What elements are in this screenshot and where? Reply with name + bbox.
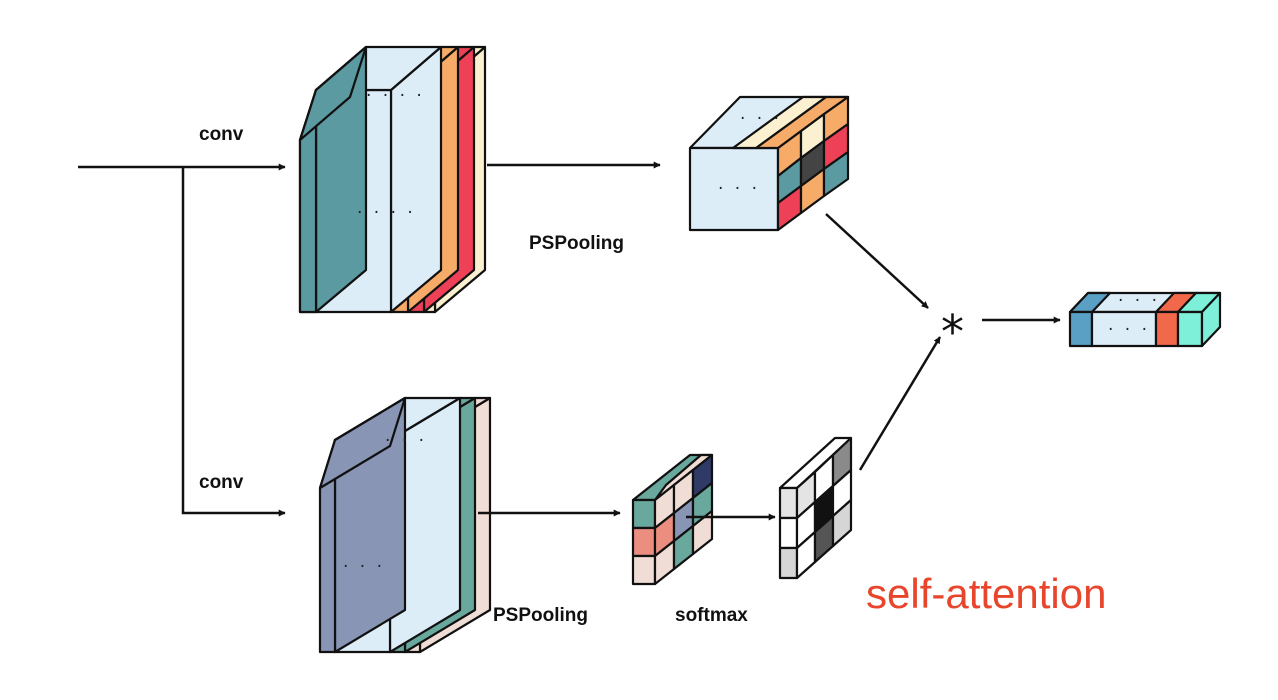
- arrows: [78, 161, 1061, 521]
- pspooling-label-bottom: PSPooling: [493, 605, 588, 626]
- pspooling-label-top: PSPooling: [529, 233, 624, 254]
- conv-label-top: conv: [199, 124, 244, 145]
- bottom-map-top-ellipsis: · · ·: [385, 431, 427, 451]
- top-map-front-ellipsis: · · · ·: [357, 203, 416, 223]
- top-map-top-ellipsis: · · · ·: [366, 86, 425, 106]
- softmax-label: softmax: [675, 605, 748, 626]
- bottom-feature-map: · · · · · ·: [318, 396, 492, 654]
- output-top-ellipsis: · · ·: [1118, 291, 1160, 311]
- attention-cube: [778, 436, 853, 580]
- bottom-pooled-cube: [631, 453, 714, 586]
- top-cube-top-ellipsis: · · ·: [740, 109, 782, 129]
- top-slab-teal: [298, 45, 368, 314]
- top-cube-front-ellipsis: · · ·: [718, 179, 760, 199]
- bottom-map-front-ellipsis: · · ·: [343, 557, 385, 577]
- arrow-attention-to-multiply: [858, 336, 942, 471]
- top-pooled-cube: · · · · · ·: [688, 95, 850, 232]
- multiply-operator: *: [941, 305, 964, 359]
- bottom-slab-slate: [318, 396, 407, 654]
- output-vector: · · · · · ·: [1068, 291, 1222, 348]
- output-front-ellipsis: · · ·: [1108, 320, 1150, 340]
- arrow-input-to-bottom-conv: [181, 167, 286, 517]
- arrow-cube-to-multiply: [825, 213, 929, 309]
- self-attention-caption: self-attention: [866, 570, 1106, 617]
- conv-label-bottom: conv: [199, 472, 244, 493]
- top-feature-map: · · · · · · · ·: [298, 45, 487, 314]
